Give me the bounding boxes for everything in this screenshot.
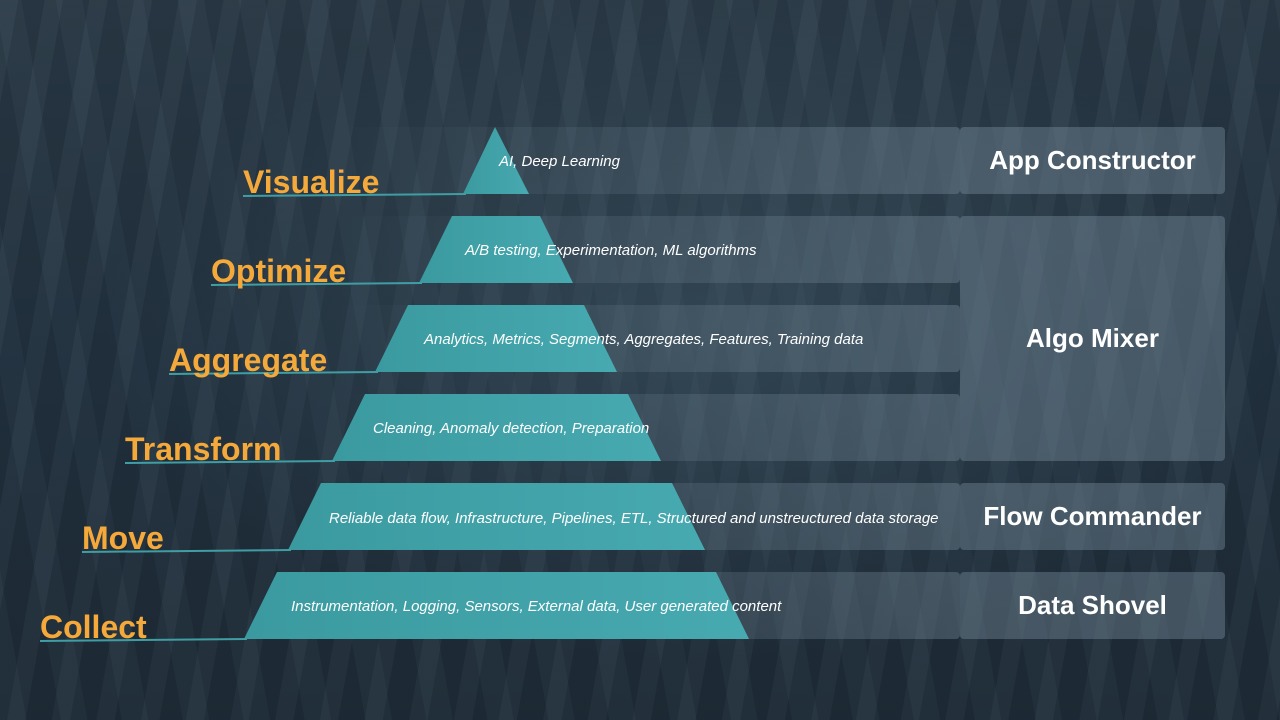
- role-flow-commander: Flow Commander: [960, 483, 1225, 550]
- role-data-shovel: Data Shovel: [960, 572, 1225, 639]
- description-move: Reliable data flow, Infrastructure, Pipe…: [329, 510, 939, 527]
- underline-visualize: [242, 193, 467, 197]
- description-visualize: AI, Deep Learning: [499, 153, 620, 170]
- role-label: Algo Mixer: [1026, 323, 1159, 353]
- description-transform: Cleaning, Anomaly detection, Preparation: [373, 420, 650, 437]
- level-label-visualize: Visualize: [243, 164, 380, 200]
- level-label-transform: Transform: [125, 431, 282, 467]
- underline-move: [81, 549, 292, 553]
- pyramid-tier-aggregate: [375, 305, 617, 372]
- level-label-move: Move: [82, 520, 164, 556]
- underline-optimize: [210, 282, 423, 286]
- description-optimize: A/B testing, Experimentation, ML algorit…: [465, 242, 757, 259]
- pyramid-tier-visualize: [463, 127, 529, 194]
- role-algo-mixer: Algo Mixer: [960, 216, 1225, 461]
- description-collect: Instrumentation, Logging, Sensors, Exter…: [291, 598, 782, 615]
- pyramid-tier-transform: [332, 394, 661, 461]
- pyramid-tier-move: [288, 483, 705, 550]
- description-aggregate: Analytics, Metrics, Segments, Aggregates…: [424, 331, 864, 348]
- role-app-constructor: App Constructor: [960, 127, 1225, 194]
- role-label: Data Shovel: [1018, 590, 1167, 620]
- level-label-collect: Collect: [40, 609, 147, 645]
- level-label-optimize: Optimize: [211, 253, 347, 289]
- underline-transform: [124, 460, 336, 464]
- underline-collect: [39, 638, 248, 642]
- role-label: App Constructor: [989, 145, 1196, 175]
- level-label-aggregate: Aggregate: [169, 342, 328, 378]
- underline-aggregate: [168, 371, 379, 375]
- role-label: Flow Commander: [983, 501, 1202, 531]
- pyramid-tier-optimize: [419, 216, 573, 283]
- pyramid-tier-collect: [244, 572, 749, 639]
